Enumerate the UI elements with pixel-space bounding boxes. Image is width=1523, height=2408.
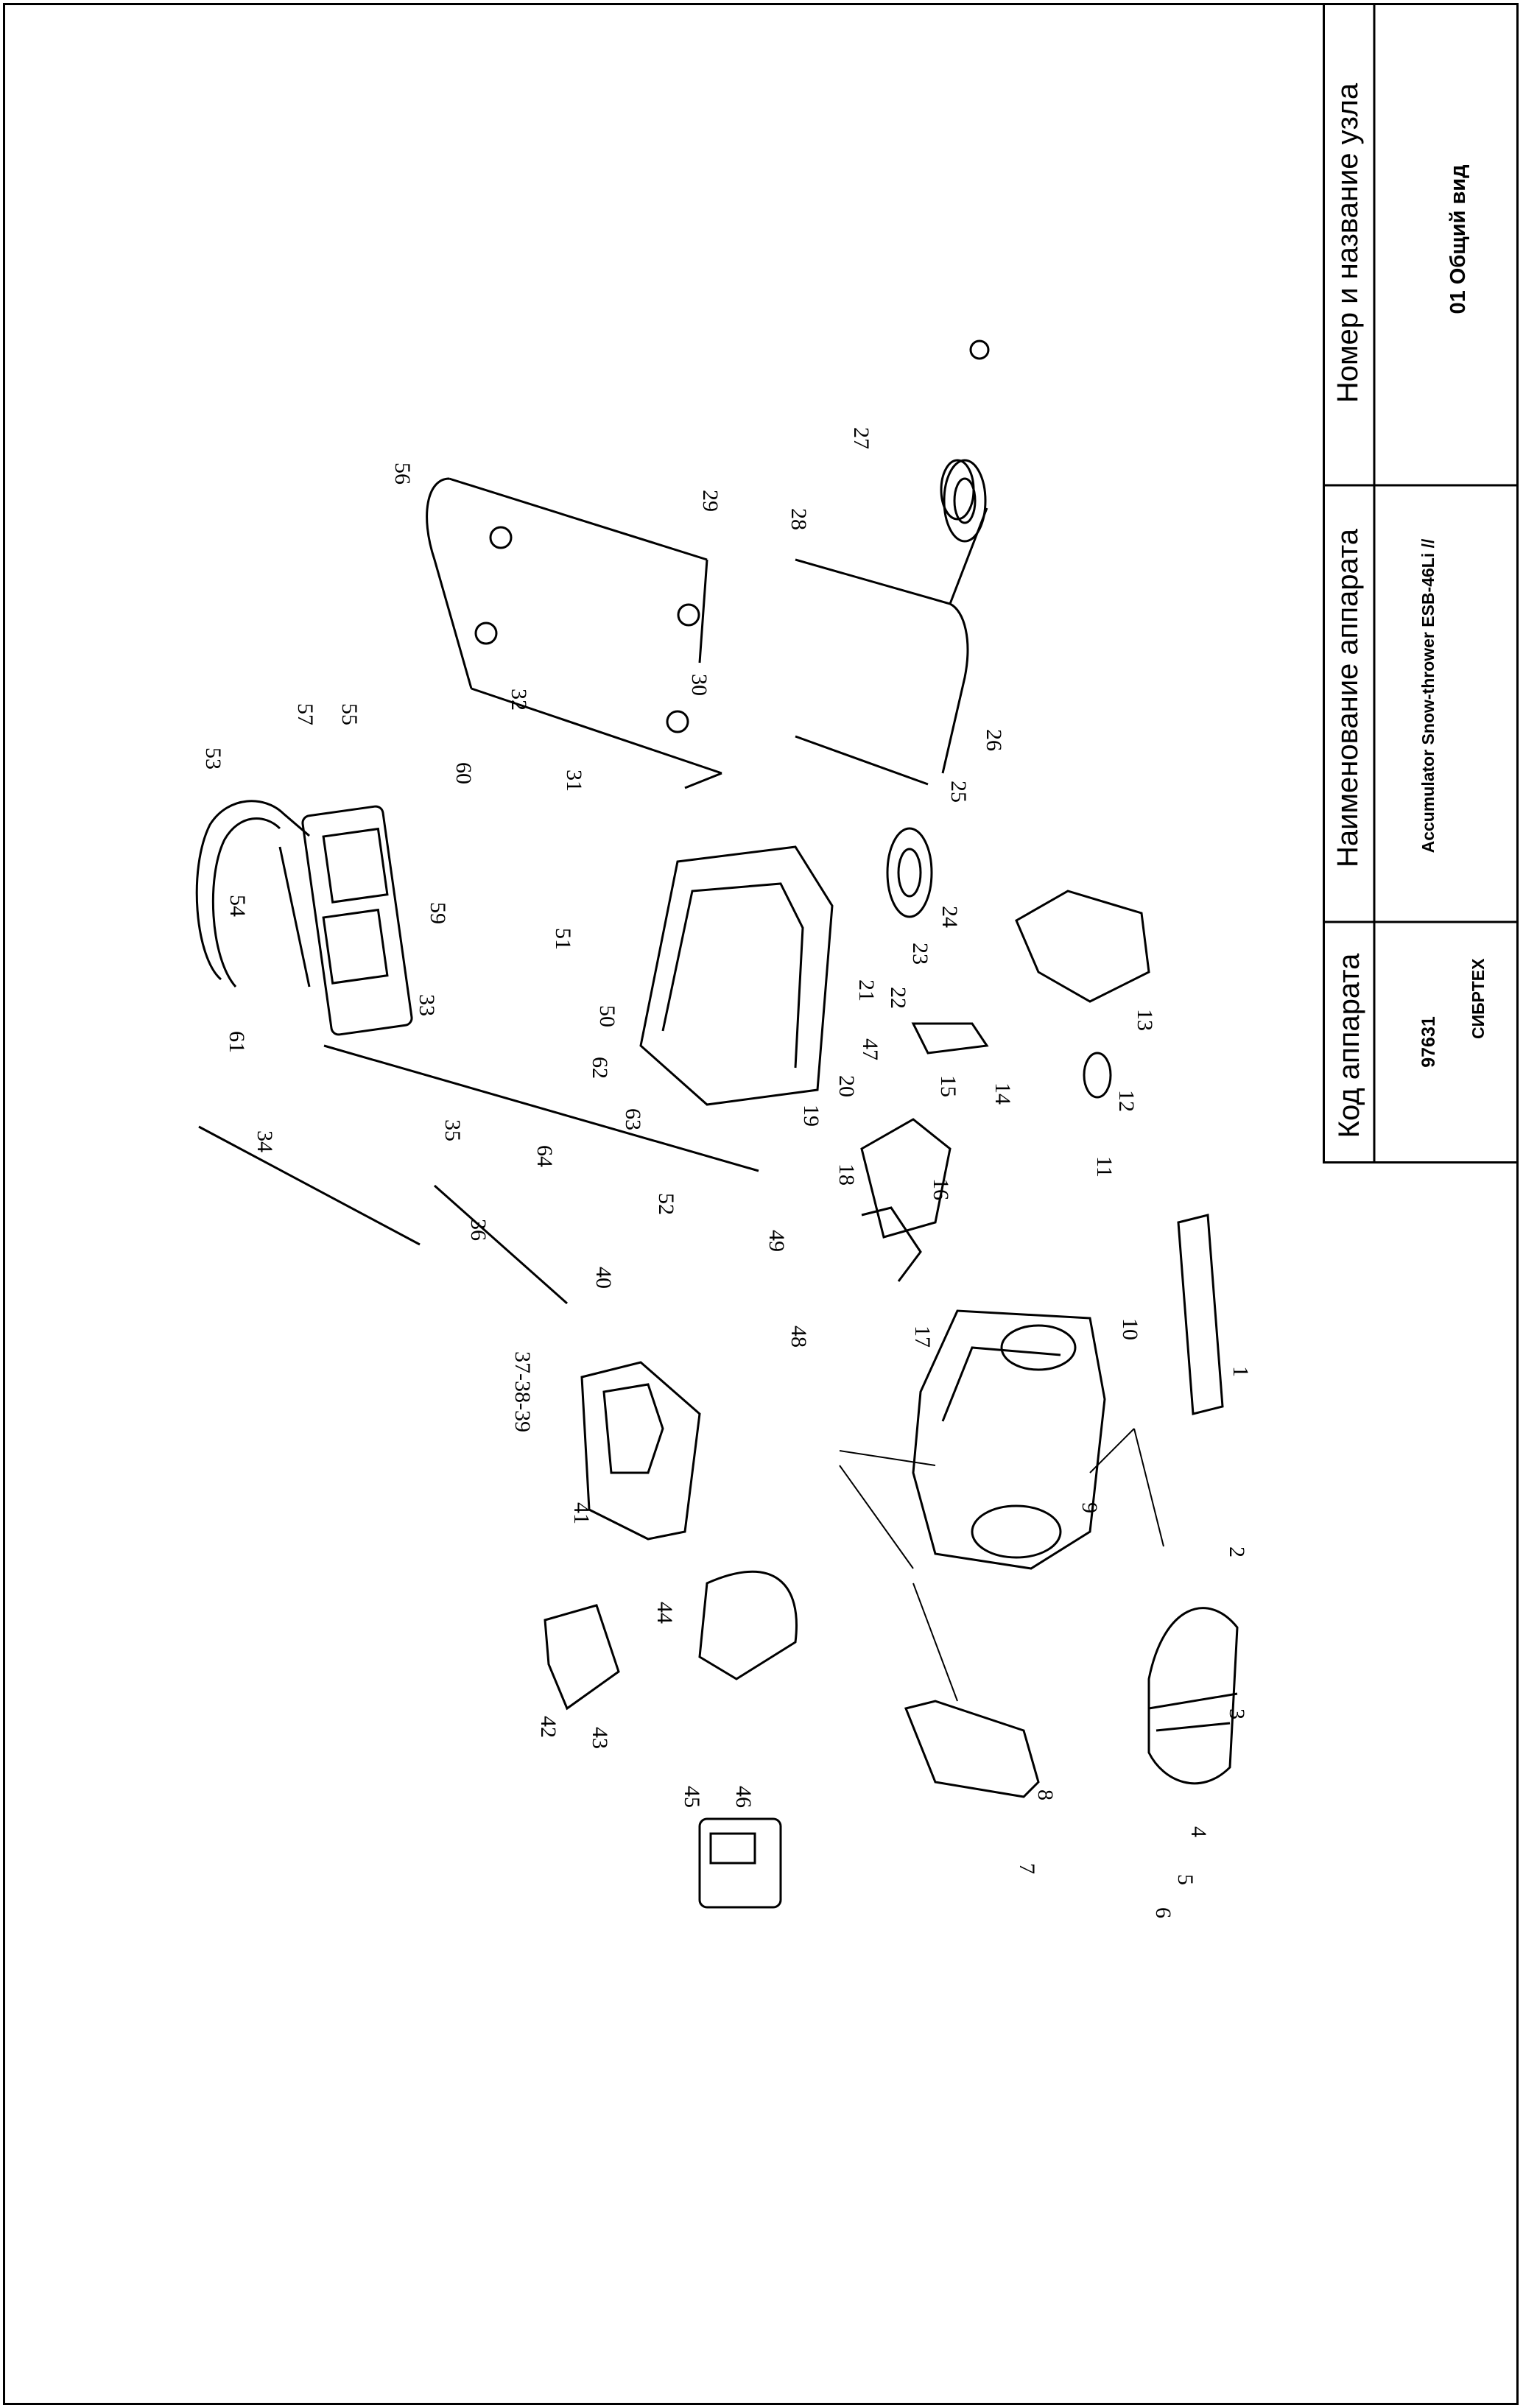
- motor: [860, 1118, 952, 1239]
- lower-frame: [795, 339, 990, 786]
- callout-51: 51: [551, 928, 575, 950]
- rod-34: [198, 1125, 421, 1246]
- callout-14: 14: [991, 1082, 1015, 1105]
- pulley: [1083, 1052, 1112, 1099]
- callout-34: 34: [253, 1130, 277, 1152]
- callout-30: 30: [687, 674, 711, 696]
- handle-frame: [426, 477, 722, 789]
- callout-8: 8: [1033, 1789, 1058, 1800]
- side-cover-right: [1015, 890, 1150, 1003]
- callout-6: 6: [1151, 1907, 1175, 1918]
- callout-11: 11: [1092, 1156, 1116, 1177]
- wheel-24: [886, 827, 933, 918]
- callout-24: 24: [938, 906, 962, 928]
- chute-deflector: [544, 1604, 620, 1711]
- callout-17: 17: [910, 1326, 935, 1348]
- callout-4: 4: [1186, 1826, 1211, 1837]
- callout-33: 33: [415, 994, 439, 1016]
- callout-64: 64: [532, 1145, 557, 1167]
- callout-22: 22: [886, 987, 910, 1009]
- callout-53: 53: [201, 747, 225, 770]
- callout-26: 26: [982, 729, 1006, 751]
- callout-63: 63: [621, 1108, 645, 1130]
- callout-52: 52: [654, 1193, 678, 1215]
- callout-2: 2: [1225, 1546, 1249, 1557]
- callout-20: 20: [834, 1075, 859, 1097]
- callout-15: 15: [936, 1075, 960, 1097]
- callout-3: 3: [1225, 1708, 1249, 1719]
- callout-50: 50: [595, 1005, 619, 1027]
- callout-61: 61: [225, 1031, 249, 1053]
- title-block: [1323, 3, 1519, 1163]
- callout-46: 46: [731, 1786, 756, 1808]
- callout-49: 49: [764, 1230, 789, 1252]
- callout-10: 10: [1118, 1318, 1142, 1340]
- chassis: [912, 1309, 1106, 1570]
- handle-tube-52: [323, 1044, 759, 1172]
- callout-54: 54: [225, 895, 250, 917]
- callout-31: 31: [562, 770, 586, 792]
- callout-29: 29: [698, 490, 722, 512]
- scraper-bar: [1177, 1214, 1224, 1415]
- callout-60: 60: [451, 762, 476, 784]
- callout-32: 32: [507, 689, 531, 711]
- callout-37-38-39: 37-38-39: [510, 1351, 535, 1432]
- callout-23: 23: [908, 943, 932, 965]
- callout-21: 21: [854, 979, 879, 1001]
- side-cover-left: [904, 1700, 1040, 1798]
- callout-42: 42: [536, 1716, 560, 1738]
- callout-41: 41: [569, 1502, 594, 1524]
- callout-59: 59: [426, 902, 450, 924]
- callout-35: 35: [440, 1119, 465, 1141]
- callout-27: 27: [849, 427, 873, 449]
- callout-16: 16: [929, 1178, 953, 1200]
- belt: [911, 1022, 989, 1055]
- title-block-grid: [1323, 3, 1519, 1163]
- callout-48: 48: [787, 1326, 811, 1348]
- upper-handle-assembly: [195, 800, 413, 1036]
- callout-56: 56: [390, 462, 415, 485]
- callout-57: 57: [293, 703, 317, 725]
- callout-25: 25: [946, 781, 971, 803]
- callout-62: 62: [588, 1057, 612, 1079]
- wheel-27: [940, 459, 975, 521]
- chute-base: [580, 1361, 701, 1541]
- callout-1: 1: [1228, 1366, 1253, 1377]
- rod-36: [434, 1184, 568, 1305]
- motor-cover: [639, 845, 834, 1106]
- callout-45: 45: [680, 1786, 704, 1808]
- battery: [698, 1817, 782, 1909]
- part-callouts: 1 2 3 4 5 6 7 8 9 10 11 12 13 14 15 16 1…: [201, 427, 1253, 1918]
- callout-40: 40: [591, 1267, 616, 1289]
- callout-55: 55: [337, 703, 362, 725]
- callout-5: 5: [1173, 1874, 1197, 1885]
- callout-36: 36: [466, 1219, 490, 1241]
- chute-44: [698, 1570, 798, 1680]
- callout-43: 43: [588, 1727, 612, 1749]
- callout-44: 44: [653, 1602, 677, 1624]
- drawing-sheet-border: [3, 3, 1519, 2405]
- callout-18: 18: [834, 1163, 859, 1186]
- callout-7: 7: [1015, 1863, 1039, 1874]
- callout-9: 9: [1077, 1502, 1102, 1513]
- auger: [1147, 1607, 1239, 1785]
- callout-47: 47: [858, 1038, 882, 1060]
- callout-13: 13: [1133, 1009, 1157, 1031]
- callout-28: 28: [787, 508, 811, 530]
- callout-12: 12: [1114, 1090, 1139, 1112]
- callout-19: 19: [799, 1105, 823, 1127]
